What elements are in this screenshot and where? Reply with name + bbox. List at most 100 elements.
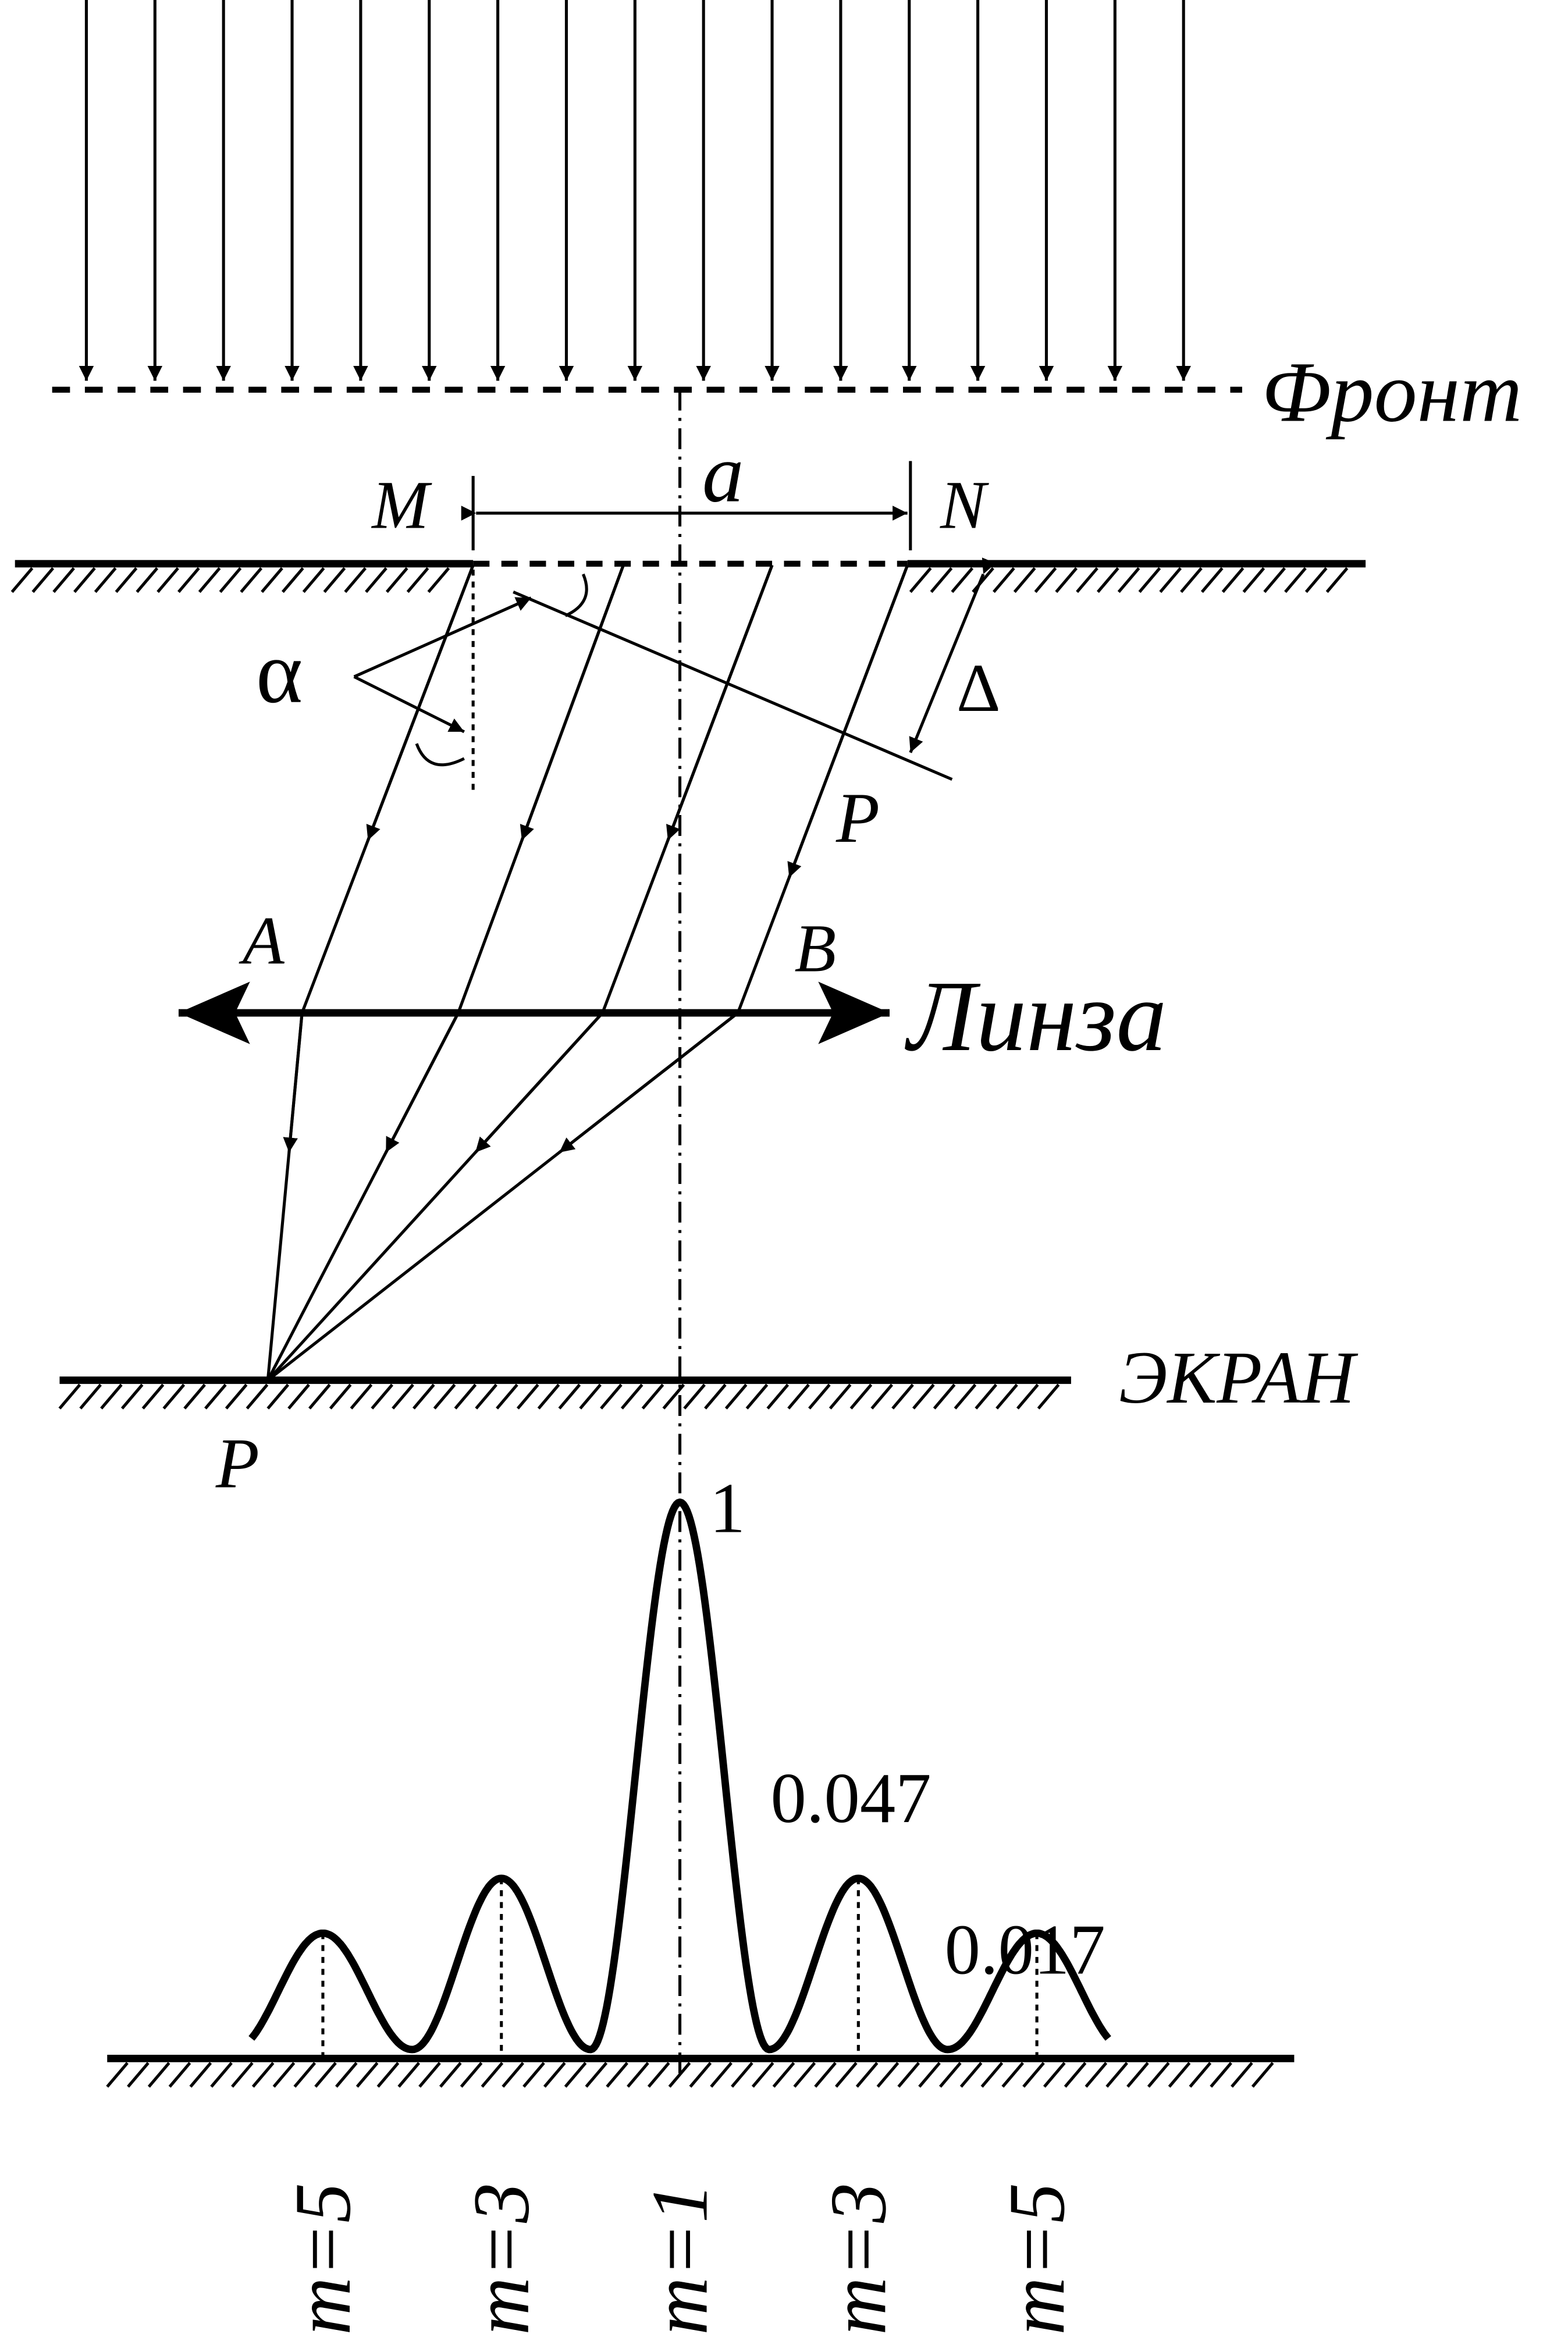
hatch-mark — [724, 1383, 748, 1410]
hatch-mark — [157, 567, 179, 593]
angle-arc-top — [564, 573, 588, 617]
hatch-mark — [954, 1383, 977, 1410]
hatch-mark — [162, 1383, 186, 1410]
hatch-mark — [1076, 567, 1098, 593]
hatch-mark — [1189, 2062, 1212, 2088]
converging-rays — [266, 1012, 739, 1382]
intensity-curve — [248, 1498, 1111, 2054]
hatch-mark — [951, 567, 974, 593]
hatch-mark — [579, 1383, 602, 1410]
hatch-mark — [385, 567, 408, 593]
hatch-mark — [704, 1383, 727, 1410]
hatch-mark — [849, 1383, 873, 1410]
hatch-mark — [266, 1383, 290, 1410]
hatch-mark — [427, 567, 450, 593]
hatch-mark — [1034, 567, 1057, 593]
hatch-mark — [376, 2062, 400, 2088]
angle-label: α — [256, 623, 303, 722]
hatch-mark — [1159, 567, 1182, 593]
hatch-mark — [1064, 2062, 1087, 2088]
ray-direction-arrow — [787, 564, 909, 878]
lens-arrow-left — [178, 981, 250, 1044]
hatch-mark — [308, 1383, 331, 1410]
hatch-mark — [261, 567, 283, 593]
hatch-mark — [537, 1383, 560, 1410]
hatch-mark — [1210, 2062, 1232, 2088]
path-difference-label: Δ — [957, 650, 1001, 726]
hatch-mark — [930, 567, 953, 593]
hatch-mark — [600, 1383, 623, 1410]
hatch-mark — [168, 2062, 191, 2088]
angle-pointer-bottom — [353, 675, 465, 734]
hatch-mark — [1022, 2062, 1045, 2088]
hatch-mark — [1200, 567, 1224, 593]
hatch-mark — [980, 2062, 1004, 2088]
hatch-mark — [522, 2062, 545, 2088]
hatch-mark — [558, 1383, 581, 1410]
hatch-mark — [460, 2062, 483, 2088]
hatch-mark — [516, 1383, 539, 1410]
graph-hatching — [106, 2062, 1274, 2088]
hatch-mark — [897, 2062, 920, 2088]
hatch-mark — [938, 2062, 962, 2088]
lens-label: Линза — [905, 960, 1167, 1072]
ray-direction-arrow — [474, 1012, 604, 1154]
hatch-mark — [1037, 1383, 1060, 1410]
ray-direction-arrow — [283, 1012, 304, 1153]
hatch-mark — [1138, 567, 1161, 593]
hatch-mark — [502, 2062, 525, 2088]
hatch-mark — [439, 2062, 462, 2088]
hatch-mark — [454, 1383, 477, 1410]
order-label: m=5 — [992, 2183, 1081, 2335]
hatch-mark — [1180, 567, 1203, 593]
hatch-mark — [293, 2062, 317, 2088]
hatch-mark — [371, 1383, 394, 1410]
hatch-mark — [1221, 567, 1245, 593]
hatch-mark — [772, 2062, 795, 2088]
hatch-mark — [787, 1383, 810, 1410]
hatch-mark — [564, 2062, 587, 2088]
order-label: m=3 — [813, 2183, 902, 2335]
ray-direction-arrow — [520, 564, 625, 841]
slit-width-label: a — [702, 427, 744, 520]
hatch-mark — [1043, 2062, 1066, 2088]
hatch-mark — [406, 567, 429, 593]
hatch-mark — [918, 2062, 941, 2088]
hatch-mark — [835, 2062, 858, 2088]
hatch-mark — [1242, 567, 1265, 593]
hatch-mark — [912, 1383, 935, 1410]
hatch-mark — [127, 2062, 150, 2088]
angle-pointer-top — [353, 596, 532, 678]
hatch-mark — [1096, 567, 1119, 593]
hatch-mark — [1013, 567, 1036, 593]
hatch-mark — [1304, 567, 1328, 593]
hatch-mark — [272, 2062, 296, 2088]
hatch-mark — [647, 2062, 670, 2088]
hatch-mark — [52, 567, 75, 593]
hatch-mark — [909, 567, 932, 593]
hatch-mark — [689, 2062, 712, 2088]
hatch-mark — [141, 1383, 165, 1410]
perpendicular-line — [513, 590, 953, 781]
hatch-mark — [198, 567, 221, 593]
ray-direction-arrow — [366, 564, 475, 841]
screen-hatching — [58, 1383, 1060, 1410]
hatch-mark — [94, 567, 117, 593]
hatch-mark — [745, 1383, 769, 1410]
hatch-mark — [793, 2062, 816, 2088]
point-p-upper-label: P — [835, 778, 880, 858]
screen-label: ЭКРАН — [1119, 1336, 1359, 1419]
hatch-mark — [329, 1383, 352, 1410]
hatch-mark — [189, 2062, 212, 2088]
hatch-mark — [975, 1383, 998, 1410]
hatch-mark — [606, 2062, 628, 2088]
hatch-mark — [585, 2062, 608, 2088]
hatch-mark — [246, 1383, 269, 1410]
hatch-mark — [287, 1383, 310, 1410]
ray-direction-arrow — [384, 1012, 460, 1154]
lens-arrow-right — [818, 981, 890, 1044]
incident-rays — [79, 0, 1191, 381]
hatch-mark — [829, 1383, 852, 1410]
